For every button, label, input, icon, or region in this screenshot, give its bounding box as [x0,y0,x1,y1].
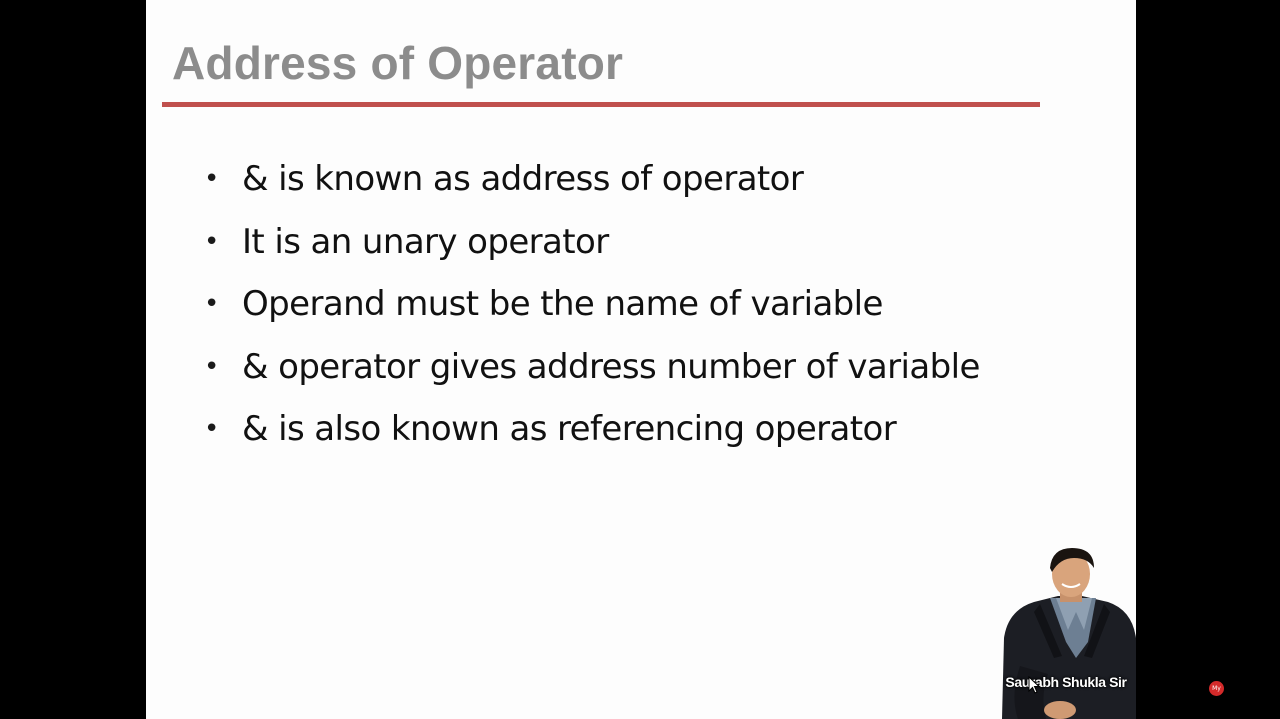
title-divider [162,102,1040,107]
bullet-text: Operand must be the name of variable [242,284,883,325]
mouse-pointer-icon [1028,676,1040,694]
bullet-text: It is an unary operator [242,221,609,262]
bullet-icon: • [204,226,220,257]
presenter-caption: Saurabh Shukla Sir [1005,674,1127,690]
slide-title: Address of Operator [172,37,624,89]
bullet-item: • & is also known as referencing operato… [204,398,980,461]
bullet-item: • & operator gives address number of var… [204,336,980,399]
bullet-list: • & is known as address of operator • It… [204,148,980,461]
bullet-icon: • [204,351,220,382]
bullet-item: • & is known as address of operator [204,148,980,211]
presenter-figure-icon [1002,548,1136,719]
presenter-photo: Saurabh Shukla Sir [1000,546,1136,719]
bullet-icon: • [204,164,220,195]
bullet-item: • Operand must be the name of variable [204,273,980,336]
bullet-icon: • [204,414,220,445]
bullet-item: • It is an unary operator [204,211,980,274]
bullet-text: & is known as address of operator [242,159,804,200]
channel-logo-icon: My [1209,681,1224,696]
bullet-text: & is also known as referencing operator [242,409,897,450]
bullet-text: & operator gives address number of varia… [242,346,980,387]
slide: Address of Operator • & is known as addr… [146,0,1136,719]
bullet-icon: • [204,289,220,320]
